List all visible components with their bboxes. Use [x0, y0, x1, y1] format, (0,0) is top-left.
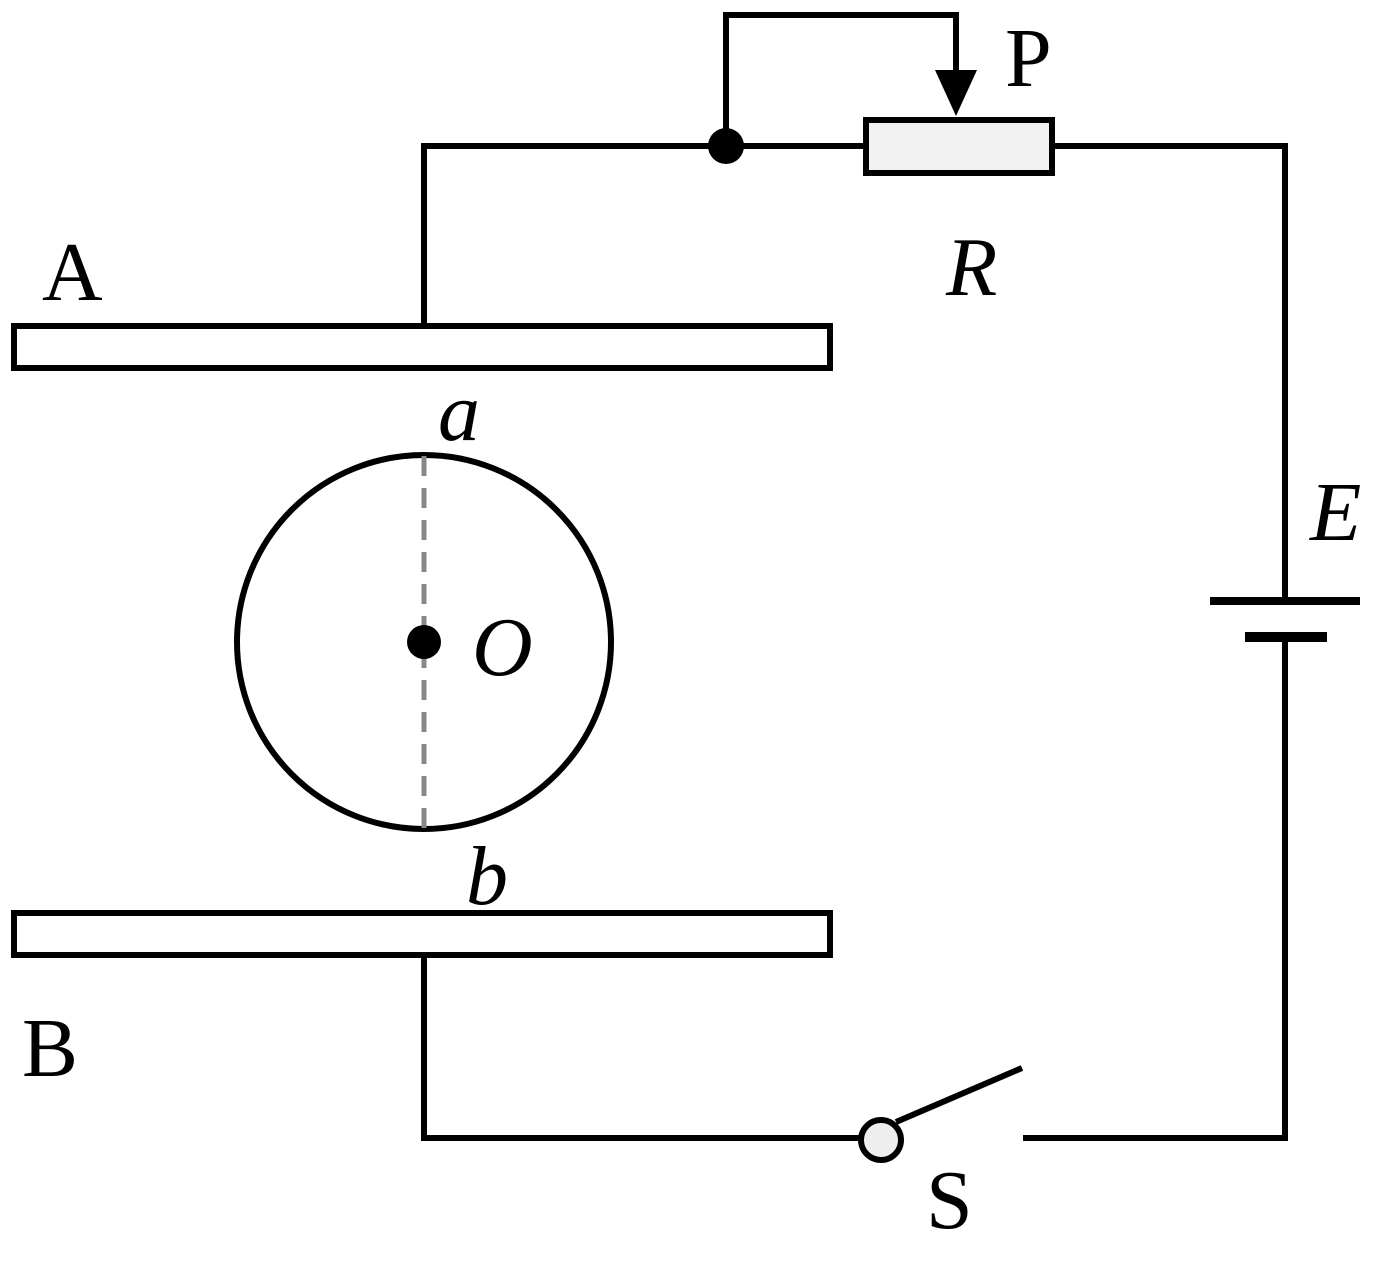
- switch-lever: [894, 1065, 1024, 1125]
- wire-right-bottom: [1023, 636, 1288, 1141]
- plate-b: [11, 910, 833, 958]
- slider-arrowhead: [935, 70, 977, 116]
- wire-top-right: [1052, 143, 1288, 602]
- junction-dot: [708, 128, 744, 164]
- wire-top-left: [421, 143, 866, 326]
- wire-bottom-left: [421, 954, 862, 1141]
- label-plate-b: B: [22, 1002, 78, 1095]
- label-battery-e: E: [1309, 466, 1361, 559]
- label-resistor-r: R: [945, 221, 997, 314]
- label-center-o: O: [472, 601, 533, 694]
- label-plate-a: A: [42, 226, 103, 319]
- wires: [421, 12, 1288, 1141]
- plate-a: [11, 323, 833, 371]
- center-dot: [407, 625, 441, 659]
- switch-pivot: [858, 1117, 904, 1163]
- label-switch-s: S: [926, 1154, 973, 1247]
- circle-region: [234, 452, 614, 832]
- slider-wire: [723, 12, 959, 146]
- resistor: [863, 117, 1055, 176]
- label-point-b: b: [466, 830, 508, 923]
- label-slider-p: P: [1005, 12, 1052, 105]
- label-point-a: a: [438, 366, 480, 459]
